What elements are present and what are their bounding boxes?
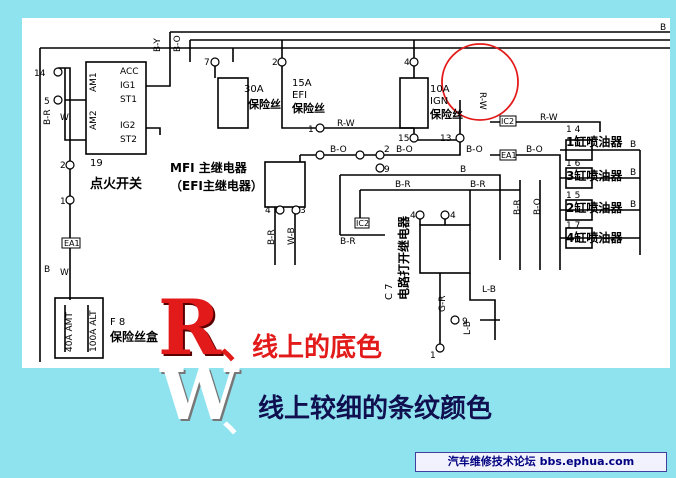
wire-label-w-mid: W <box>60 268 69 278</box>
circuit-relay-label: 电路打开继电器 <box>396 215 411 300</box>
efi-relay-label: （EFI主继电器） <box>170 178 263 193</box>
caption-stripe-color: 线上较细的条纹颜色 <box>258 394 493 424</box>
fuse-30a-value: 30A <box>244 84 264 95</box>
fuse-box-label: 保险丝盒 <box>109 329 159 344</box>
connector-4d: 4 <box>450 211 456 221</box>
connector-ea1-left: EA1 <box>64 239 80 248</box>
connector-ic2-right: IC2 <box>501 117 514 126</box>
wire-label-l-b-2: L-B <box>482 285 496 295</box>
circuit-relay-code: C 7 <box>384 283 395 300</box>
connector-14: 14 <box>34 69 46 79</box>
connector-2c: 2 <box>384 145 390 155</box>
wire-label-b-right-top: B <box>660 23 666 33</box>
injector-1-label: 1缸喷油器 <box>566 134 623 149</box>
wire-label-b-o-4: B-O <box>526 145 543 155</box>
wire-label-r-w-top: R-W <box>540 113 558 123</box>
letter-w: W <box>160 353 239 436</box>
label-st2: ST2 <box>120 135 137 145</box>
fuse-10a-value: 10A <box>430 84 450 95</box>
injector-1-num: 1 4 <box>566 125 581 135</box>
mfi-relay-label: MFI 主继电器 <box>170 160 248 175</box>
injector-4-label: 4缸喷油器 <box>566 230 623 245</box>
connector-1: 1 <box>60 197 66 207</box>
wire-label-b-o-3: B-O <box>466 145 483 155</box>
label-acc: ACC <box>120 67 139 77</box>
connector-13: 13 <box>440 134 451 144</box>
label-ig2: IG2 <box>120 121 135 131</box>
connector-7: 7 <box>204 58 210 68</box>
label-ignition-num: 19 <box>90 158 103 169</box>
fuse-100a-alt: 100A ALT <box>89 310 99 352</box>
connector-9: 9 <box>384 165 390 175</box>
wire-label-b-o-top: B-O <box>173 35 183 52</box>
wire-label-b-r-1: B-R <box>395 180 411 190</box>
connector-4b: 4 <box>265 206 271 216</box>
wire-label-w-left: W <box>60 113 69 123</box>
fuse-10a-ign: IGN <box>430 96 448 107</box>
fuse-15a-efi: EFI <box>292 90 307 101</box>
label-am1: AM1 <box>89 72 99 92</box>
wire-label-g-r: G-R <box>438 296 448 312</box>
connector-4c: 4 <box>410 211 416 221</box>
label-st1: ST1 <box>120 95 137 105</box>
wire-label-b-r-4: B-R <box>267 229 277 245</box>
connector-5: 5 <box>44 97 50 107</box>
wire-label-b-r-5: B-R <box>513 199 523 215</box>
label-ig1: IG1 <box>120 81 135 91</box>
ignition-switch-label: 点火开关 <box>90 176 142 192</box>
wire-label-b-r-left: B-R <box>43 109 53 125</box>
wire-label-b-r-3: B-R <box>340 237 356 247</box>
connector-1c: 1 <box>308 125 314 135</box>
wire-label-r-w-circle: R-W <box>477 92 487 110</box>
injector-2-label: 2缸喷油器 <box>566 200 623 215</box>
wire-label-b-right-3: B <box>630 200 636 210</box>
injector-3-num: 1 6 <box>566 159 581 169</box>
wire-label-b-mid: B <box>460 165 466 175</box>
caption-base-color: 线上的底色 <box>252 333 383 363</box>
connector-4: 4 <box>404 58 410 68</box>
wire-label-w-b: W-B <box>287 227 297 245</box>
wire-label-b-y: B-Y <box>153 38 163 52</box>
wire-label-b-o-5: B-O <box>533 198 543 215</box>
connector-1d: 1 <box>430 351 436 361</box>
connector-2: 2 <box>60 161 66 171</box>
wire-label-b-o-2: B-O <box>396 145 413 155</box>
letter-r: R <box>158 283 222 372</box>
injector-3-label: 3缸喷油器 <box>566 168 623 183</box>
wire-label-b-r-2: B-R <box>470 180 486 190</box>
forum-watermark: 汽车维修技术论坛 bbs.ephua.com <box>415 452 667 472</box>
connector-9b: 9 <box>462 317 468 327</box>
injector-4-num: 1 7 <box>566 221 580 231</box>
connector-ic2-mid: IC2 <box>356 219 369 228</box>
fuse-box-code: F 8 <box>110 317 125 328</box>
connector-ea1-right: EA1 <box>501 151 517 160</box>
wire-label-b-right-2: B <box>630 168 636 178</box>
fuse-15a-value: 15A <box>292 78 312 89</box>
fuse-15a-label: 保险丝 <box>291 101 325 115</box>
comma-w: 、 <box>222 394 262 441</box>
wire-label-b-left: B <box>44 265 50 275</box>
label-am2: AM2 <box>89 110 99 130</box>
connector-15: 15 <box>398 134 409 144</box>
connector-2b: 2 <box>272 58 278 68</box>
fuse-40a-amt: 40A AMT <box>65 312 75 352</box>
fuse-10a-label: 保险丝 <box>429 107 463 121</box>
comma-r: 、 <box>220 321 260 368</box>
wire-label-l-b-1: L-B <box>463 321 473 335</box>
injector-2-num: 1 5 <box>566 191 580 201</box>
wire-label-b-o-1: B-O <box>330 145 347 155</box>
fuse-30a-label: 保险丝 <box>247 97 281 111</box>
wire-label-r-w-mid: R-W <box>337 119 355 129</box>
wire-label-b-right-1: B <box>630 140 636 150</box>
connector-3: 3 <box>300 206 306 216</box>
